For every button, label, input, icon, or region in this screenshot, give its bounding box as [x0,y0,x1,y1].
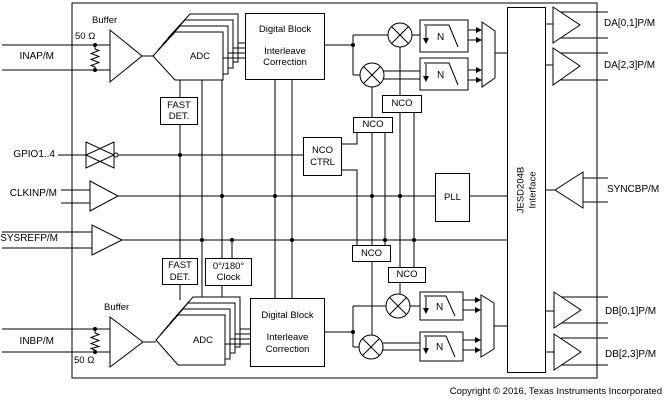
pin-label-inap: INAP/M [19,51,54,62]
pin-label-inbp: INBP/M [19,336,54,347]
decimation-n-label: N [436,342,443,353]
mux-input-arrows [463,27,482,353]
syncb-input-buffer [554,171,584,209]
filter-slope-icon [424,62,459,86]
nco-ctrl-label: NCO CTRL [310,145,335,168]
buffer-label-bottom: Buffer [104,302,130,313]
adc-stack-bottom [155,296,241,366]
nco-label: NCO [391,98,413,110]
pin-label-db23: DB[2,3]P/M [605,349,657,360]
wires [2,11,608,366]
mux-top [481,21,496,88]
nco-label: NCO [360,247,383,259]
sysref-buffer [91,224,124,256]
output-buffer-db01 [553,291,582,329]
digital-block-title: Digital Block [261,310,314,322]
decimation-b1 [419,291,464,321]
decimation-n-label: N [437,70,444,81]
decimation-b2 [419,331,464,362]
adc-output-bus [223,42,250,345]
phase-clock-block: 0°/180° Clock [205,258,252,286]
mixers [358,22,413,360]
termination-resistor-bottom [89,329,101,352]
decimation-blocks [419,19,469,362]
clock-word-label: Clock [216,272,241,283]
mux-bottom [480,294,495,358]
decimation-labels: N N N N [436,32,444,353]
filter-slope-icon [424,295,456,317]
input-buffer-top [109,28,143,84]
clkin-buffer [89,180,120,212]
filter-slope-icon [424,24,459,48]
digital-block-subtitle: Interleave Correction [265,332,310,355]
termination-label-bottom: 50 Ω [74,355,95,366]
digital-block-top: Digital Block Interleave Correction [245,13,325,80]
input-buffer-bottom [109,315,144,369]
filter-slope-icon [424,335,456,358]
output-buffer-da23 [552,47,581,86]
output-buffer-db23 [553,333,582,371]
pin-label-da01: DA[0,1]P/M [604,18,656,29]
nco-block-b: NCO [353,117,393,133]
nco-label: NCO [396,269,418,281]
nco-block-c: NCO [352,245,391,262]
adc-label-bottom: ADC [192,335,214,346]
output-buffer-da01 [552,6,581,44]
pin-label-syncb: SYNCBP/M [607,184,660,195]
digital-block-bottom: Digital Block Interleave Correction [250,298,325,367]
adc-stack-top [152,13,239,81]
digital-block-subtitle: Interleave Correction [263,46,307,69]
buffer-label-top: Buffer [92,15,118,26]
junction-dots [93,43,416,354]
nco-block-d: NCO [388,267,426,283]
fast-detect-label: FAST DET. [168,260,192,283]
decimation-n-label: N [436,302,443,313]
jesd204b-interface-block: JESD204B Interface [507,7,546,373]
fast-detect-block-bottom: FAST DET. [162,258,198,285]
pll-label: PLL [444,191,461,203]
copyright-notice: Copyright © 2016, Texas Instruments Inco… [449,386,662,397]
nco-label: NCO [362,119,384,131]
fast-detect-label: FAST DET. [167,99,191,122]
nco-ctrl-block: NCO CTRL [303,137,342,176]
fast-detect-block-top: FAST DET. [160,97,198,125]
adc-label-top: ADC [189,51,211,62]
jesd-line1: JESD204B [515,166,527,214]
pin-label-gpio: GPIO1..4 [13,149,55,160]
clock-phase-label: 0°/180° [212,260,245,272]
pll-block: PLL [435,173,470,222]
pin-label-db01: DB[0,1]P/M [605,306,657,317]
pin-label-clkin: CLKINP/M [9,188,57,199]
jesd-line2: Interface [526,171,538,209]
decimation-n-label: N [437,32,444,43]
digital-block-title: Digital Block [258,24,312,36]
termination-label-top: 50 Ω [75,31,96,42]
pin-label-da23: DA[2,3]P/M [604,60,656,71]
jesd204b-interface-label: JESD204B Interface [507,7,546,373]
gpio-bidir-buffer [84,141,119,169]
termination-resistor-top [89,45,101,70]
pin-label-sysref: SYSREFP/M [0,233,58,244]
nco-block-a: NCO [382,95,422,113]
